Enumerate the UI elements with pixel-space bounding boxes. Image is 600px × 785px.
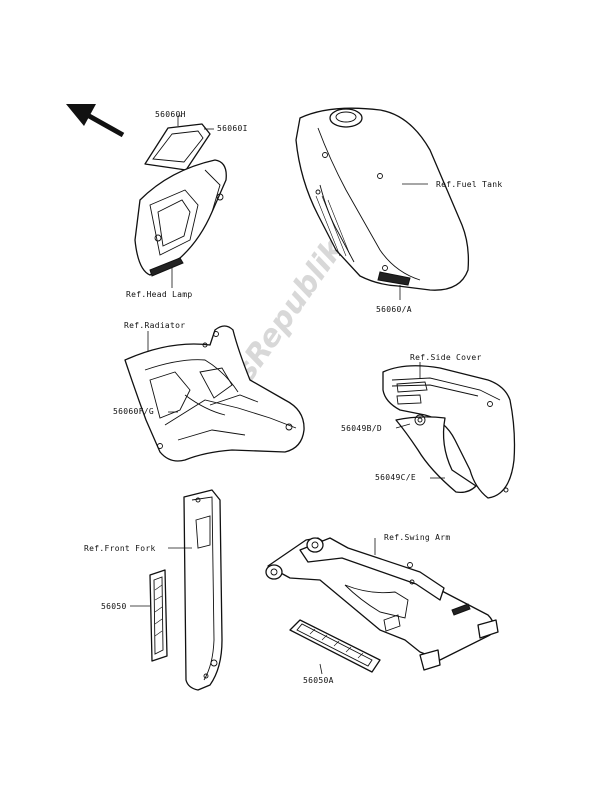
front-fork-guard[interactable] — [183, 489, 223, 691]
radiator-shroud[interactable] — [124, 325, 305, 462]
label-56060i: 56060I — [217, 124, 248, 133]
arrow-up-left-icon — [66, 104, 125, 138]
swing-arm[interactable] — [265, 537, 499, 671]
label-56049b-d: 56049B/D — [341, 424, 382, 433]
label-ref-radiator: Ref.Radiator — [124, 321, 185, 330]
label-56050: 56050 — [101, 602, 127, 611]
label-ref-front-fork: Ref.Front Fork — [84, 544, 156, 553]
swingarm-decal[interactable] — [289, 619, 381, 673]
label-56060f-g: 56060F/G — [113, 407, 154, 416]
fuel-tank[interactable] — [295, 107, 470, 291]
label-56060h: 56060H — [155, 110, 186, 119]
label-56060-a: 56060/A — [376, 305, 412, 314]
side-cover[interactable] — [382, 365, 516, 499]
label-56049c-e: 56049C/E — [375, 473, 416, 482]
label-ref-side-cover: Ref.Side Cover — [410, 353, 482, 362]
headlamp-cover[interactable] — [134, 159, 227, 277]
label-56050a: 56050A — [303, 676, 334, 685]
fork-decal[interactable] — [149, 569, 168, 662]
label-ref-swing-arm: Ref.Swing Arm — [384, 533, 451, 542]
label-ref-fuel-tank: Ref.Fuel Tank — [436, 180, 503, 189]
label-ref-head-lamp: Ref.Head Lamp — [126, 290, 193, 299]
headlamp-decal[interactable] — [144, 123, 211, 171]
